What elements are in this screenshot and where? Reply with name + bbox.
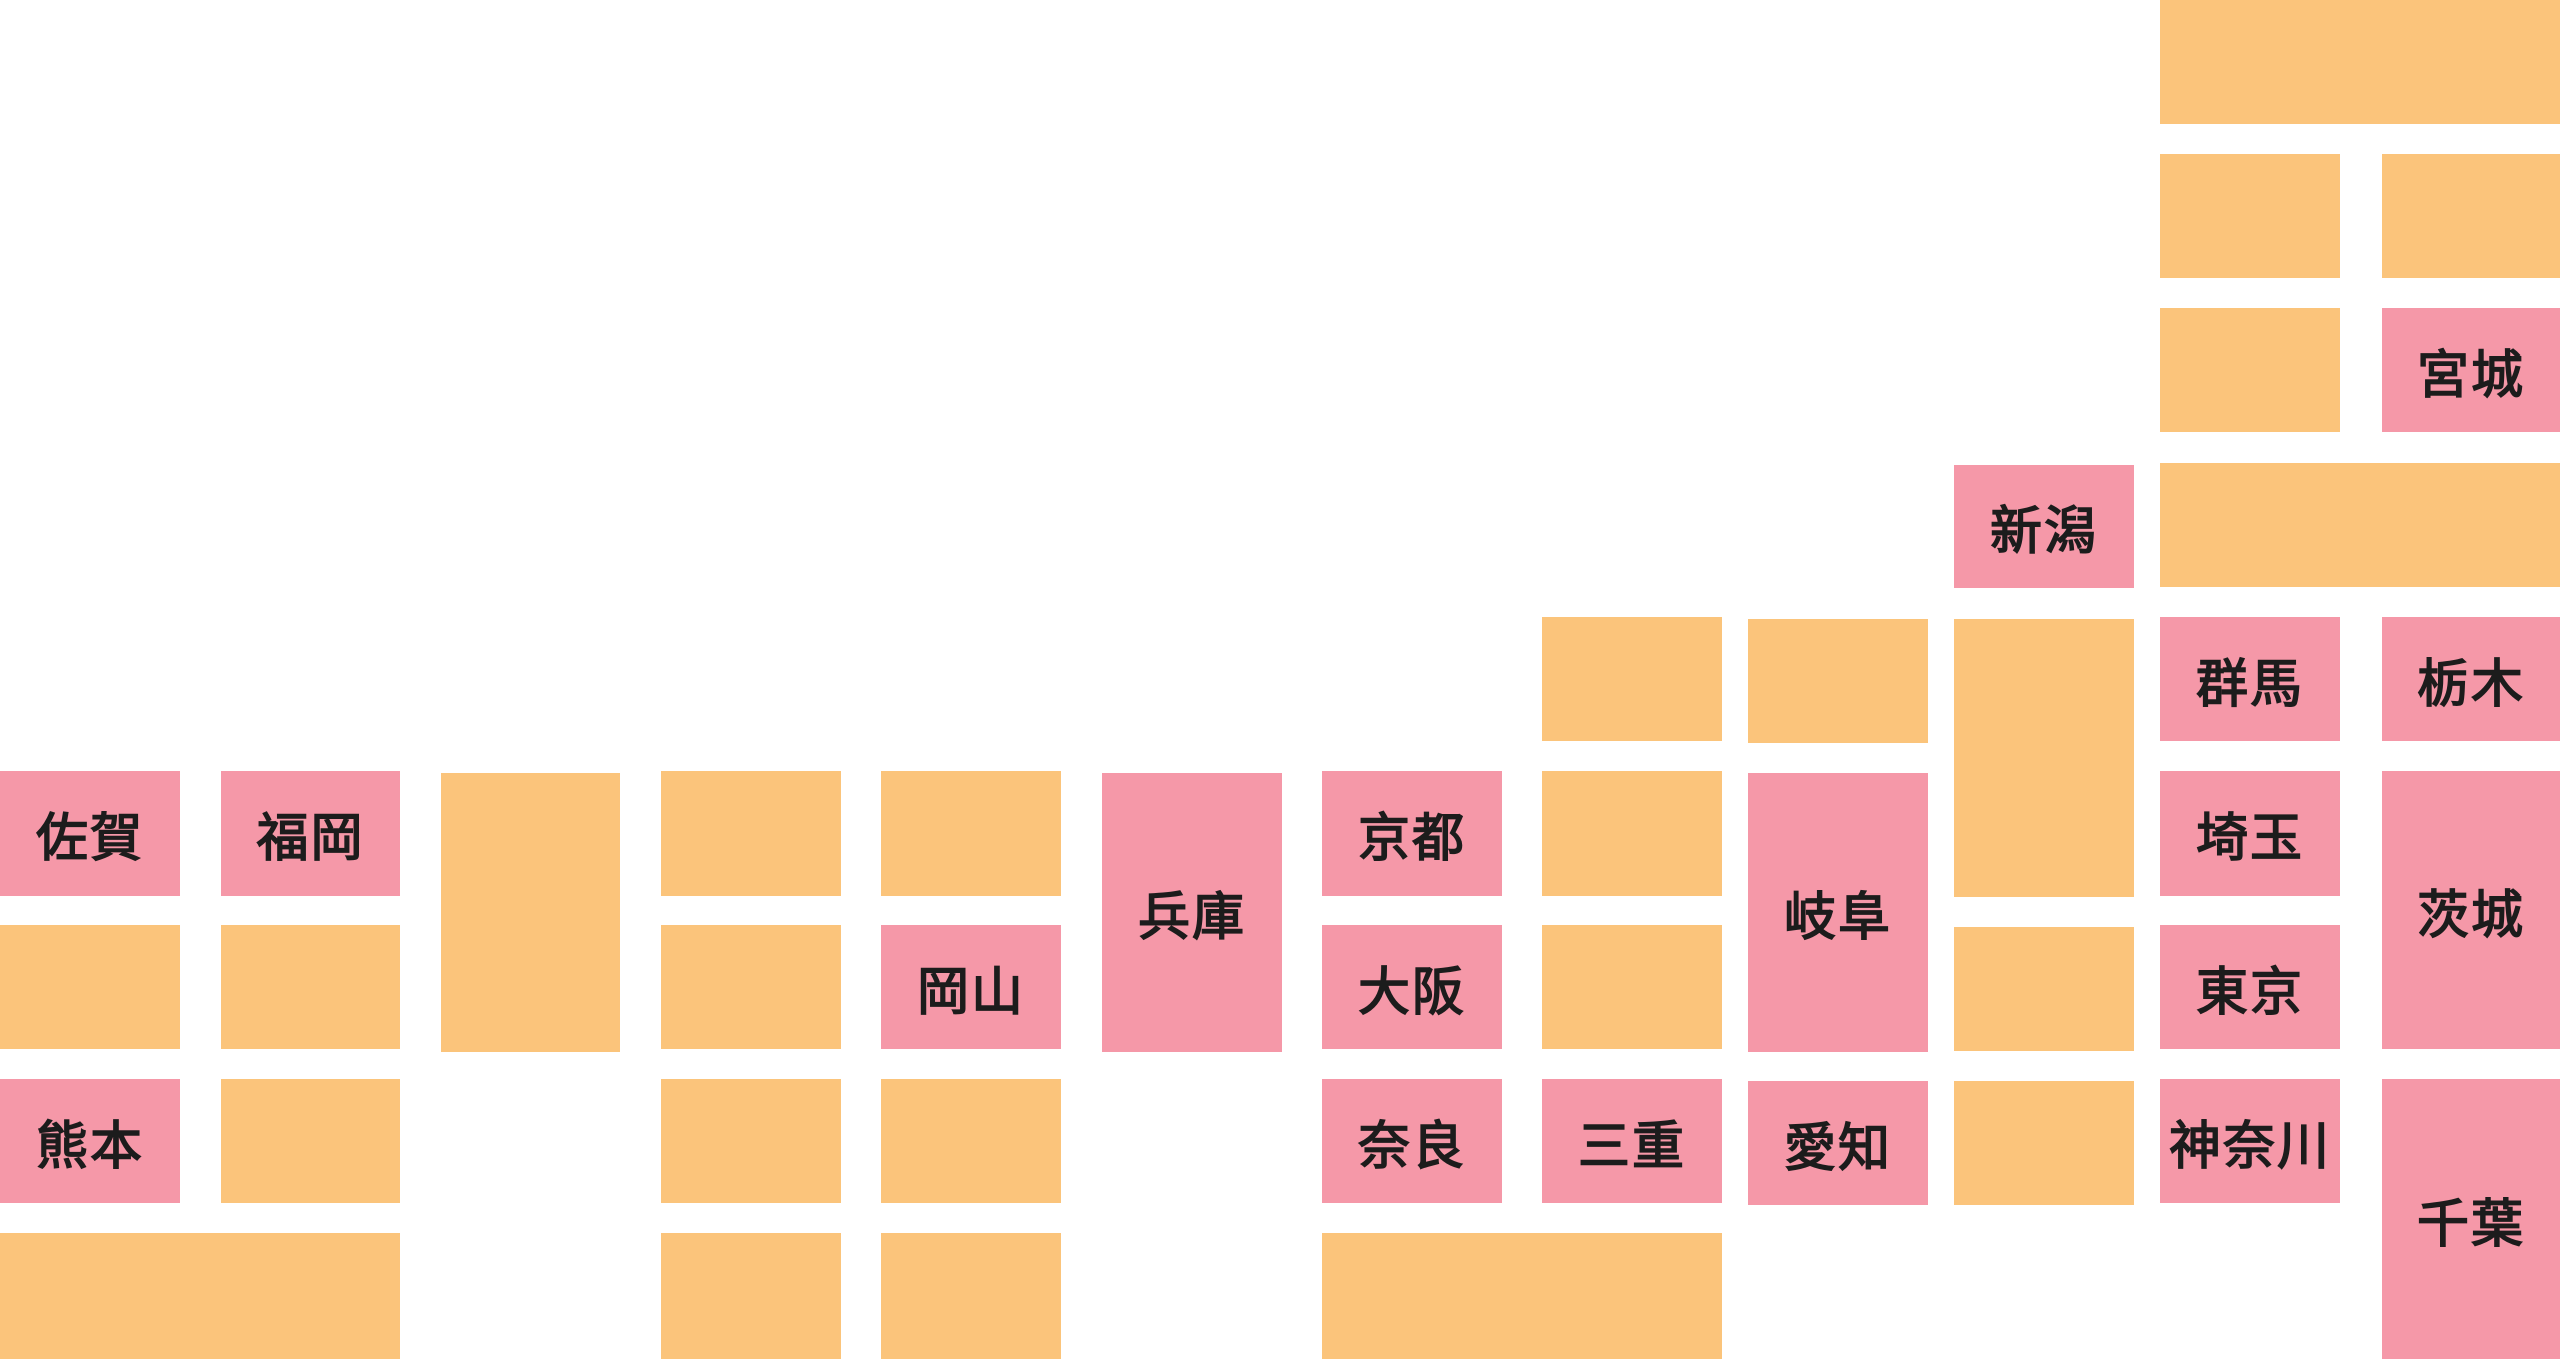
tile-label: 兵庫	[1137, 888, 1246, 948]
tile-unlabeled[interactable]	[1954, 927, 2134, 1051]
tile-fukuoka[interactable]: 福岡	[221, 771, 400, 896]
tile-label: 岐阜	[1783, 888, 1892, 948]
tile-gifu[interactable]: 岐阜	[1748, 773, 1928, 1052]
tile-unlabeled[interactable]	[1748, 619, 1928, 743]
tile-label: 三重	[1577, 1116, 1686, 1177]
tile-label: 群馬	[2195, 654, 2304, 715]
tile-unlabeled[interactable]	[1542, 925, 1722, 1049]
tile-unlabeled[interactable]	[881, 1233, 1061, 1359]
tile-hyogo[interactable]: 兵庫	[1102, 773, 1282, 1052]
tile-unlabeled[interactable]	[1954, 1081, 2134, 1205]
tile-kanagawa[interactable]: 神奈川	[2160, 1079, 2340, 1203]
tile-unlabeled[interactable]	[441, 773, 620, 1052]
tile-label: 栃木	[2416, 654, 2525, 715]
tile-unlabeled[interactable]	[881, 771, 1061, 896]
tile-saga[interactable]: 佐賀	[0, 771, 180, 896]
tile-ibaraki[interactable]: 茨城	[2382, 771, 2560, 1049]
tile-label: 大阪	[1357, 962, 1466, 1023]
tile-saitama[interactable]: 埼玉	[2160, 771, 2340, 896]
tile-unlabeled[interactable]	[1542, 771, 1722, 896]
tile-unlabeled[interactable]	[661, 771, 841, 896]
tile-label: 愛知	[1783, 1118, 1892, 1179]
tile-unlabeled[interactable]	[1954, 619, 2134, 897]
tile-unlabeled[interactable]	[0, 925, 180, 1049]
tile-unlabeled[interactable]	[661, 925, 841, 1049]
tile-tochigi[interactable]: 栃木	[2382, 617, 2560, 741]
tile-unlabeled[interactable]	[1322, 1233, 1722, 1359]
tile-osaka[interactable]: 大阪	[1322, 925, 1502, 1049]
tile-unlabeled[interactable]	[881, 1079, 1061, 1203]
tile-niigata[interactable]: 新潟	[1954, 465, 2134, 588]
tile-label: 東京	[2195, 962, 2304, 1023]
tile-chiba[interactable]: 千葉	[2382, 1079, 2560, 1359]
tile-mie[interactable]: 三重	[1542, 1079, 1722, 1203]
tile-kyoto[interactable]: 京都	[1322, 771, 1502, 896]
tile-unlabeled[interactable]	[221, 1079, 400, 1203]
tile-aichi[interactable]: 愛知	[1748, 1081, 1928, 1205]
tile-label: 宮城	[2416, 345, 2525, 406]
tile-label: 熊本	[35, 1116, 144, 1177]
tile-okayama[interactable]: 岡山	[881, 925, 1061, 1049]
tile-label: 埼玉	[2195, 809, 2304, 869]
tile-miyagi[interactable]: 宮城	[2382, 308, 2560, 432]
tile-unlabeled[interactable]	[0, 1233, 400, 1359]
tile-unlabeled[interactable]	[661, 1233, 841, 1359]
tile-unlabeled[interactable]	[2160, 463, 2560, 587]
tile-unlabeled[interactable]	[1542, 617, 1722, 741]
tile-label: 佐賀	[35, 809, 144, 869]
tile-nara[interactable]: 奈良	[1322, 1079, 1502, 1203]
tile-label: 新潟	[1989, 502, 2098, 562]
tile-tokyo[interactable]: 東京	[2160, 925, 2340, 1049]
tile-unlabeled[interactable]	[221, 925, 400, 1049]
tile-label: 岡山	[916, 962, 1025, 1023]
tile-label: 神奈川	[2168, 1116, 2331, 1177]
tile-kumamoto[interactable]: 熊本	[0, 1079, 180, 1203]
tile-unlabeled[interactable]	[2382, 154, 2560, 278]
tile-label: 福岡	[256, 809, 365, 869]
tile-unlabeled[interactable]	[2160, 0, 2560, 124]
tile-label: 茨城	[2416, 885, 2525, 946]
tile-gunma[interactable]: 群馬	[2160, 617, 2340, 741]
tile-unlabeled[interactable]	[2160, 154, 2340, 278]
tile-label: 京都	[1357, 809, 1466, 869]
tile-label: 奈良	[1357, 1116, 1466, 1177]
tile-unlabeled[interactable]	[661, 1079, 841, 1203]
tile-unlabeled[interactable]	[2160, 308, 2340, 432]
tile-label: 千葉	[2416, 1194, 2525, 1255]
